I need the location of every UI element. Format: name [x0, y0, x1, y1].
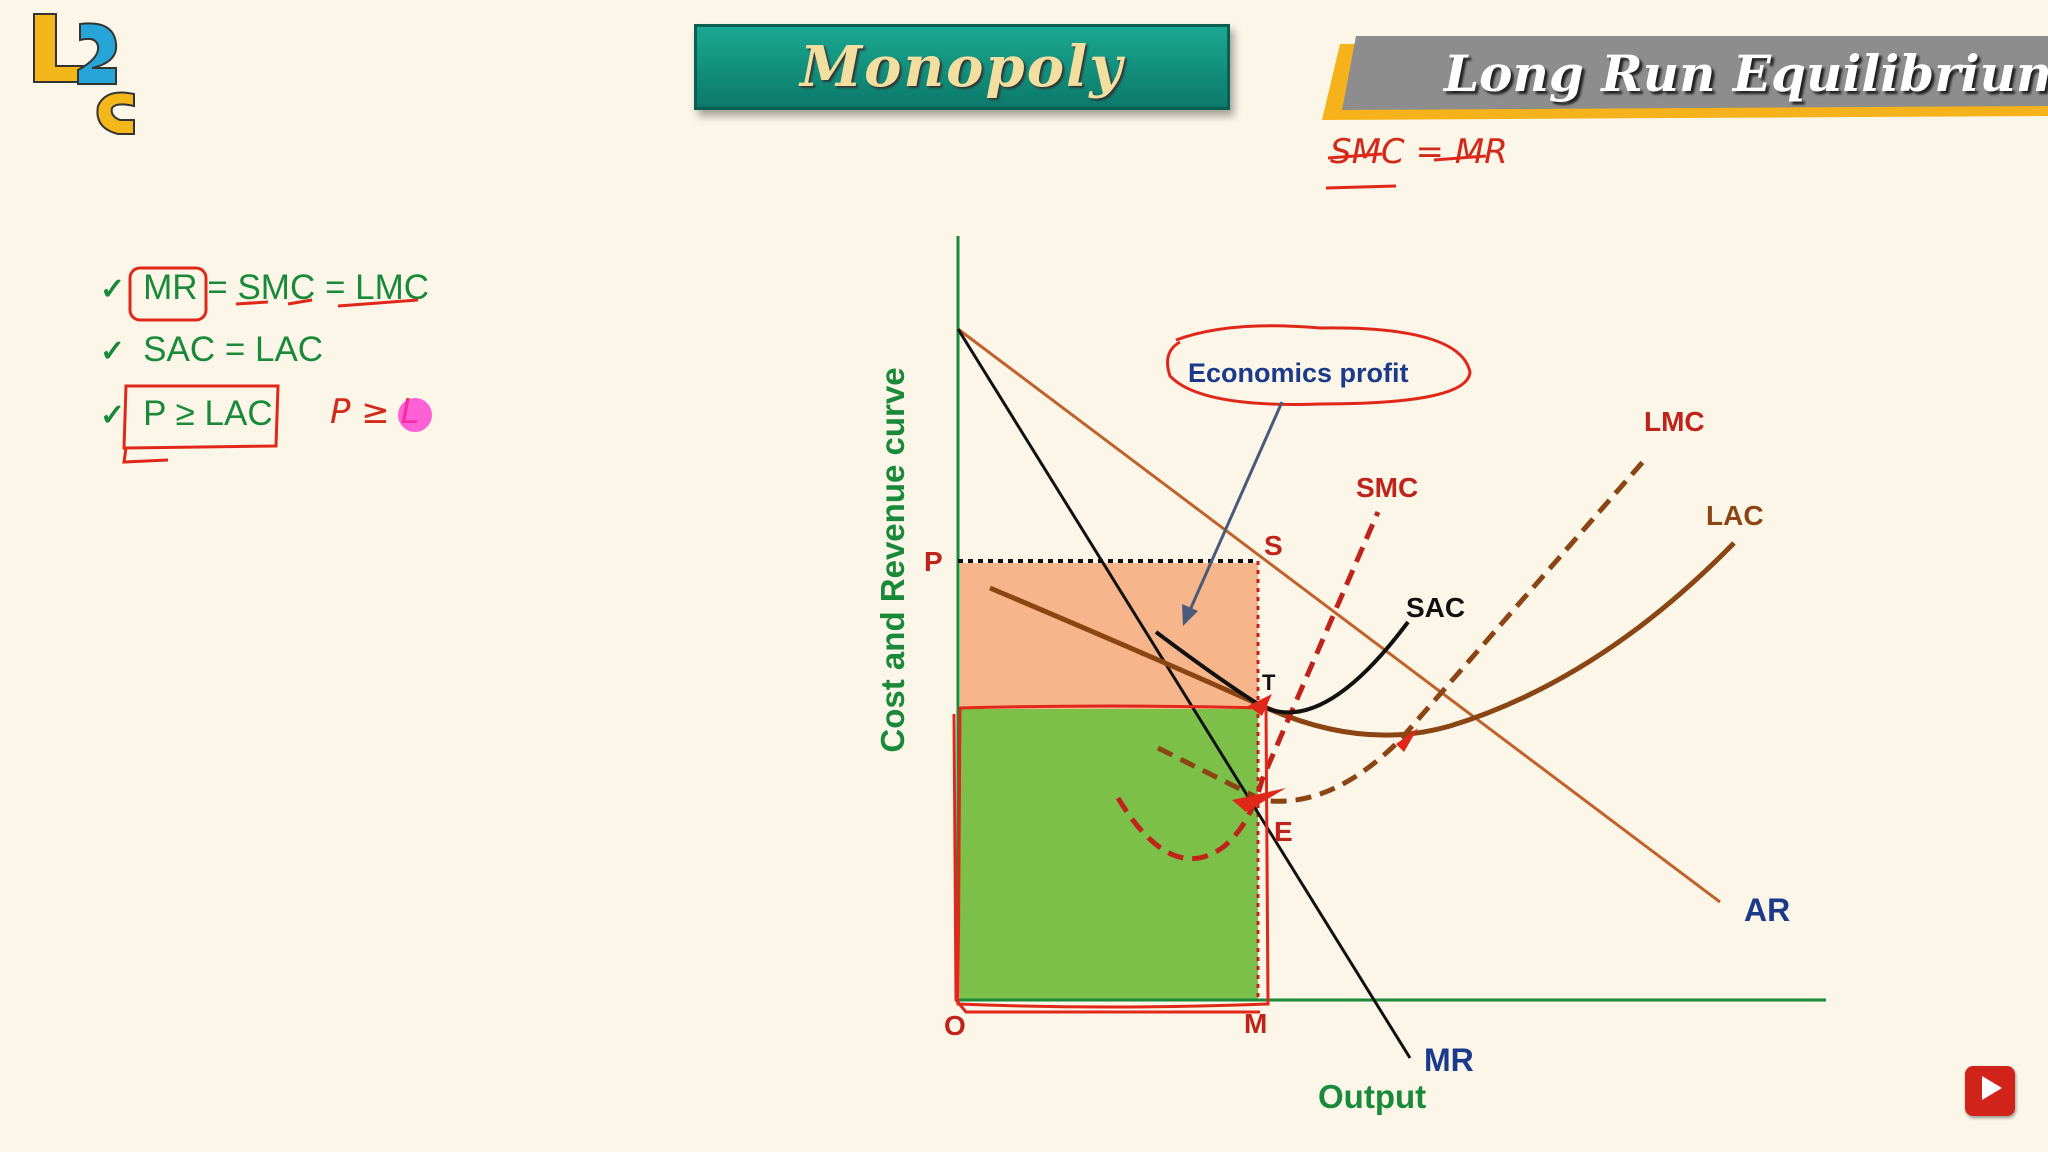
title-banner: Monopoly	[694, 24, 1230, 110]
annotation-stroke-2	[952, 713, 1260, 1014]
label-sac: SAC	[1406, 592, 1466, 623]
checkmark-icon: ✓	[100, 335, 126, 368]
page-title: Monopoly	[800, 34, 1124, 100]
label-p: P	[924, 546, 943, 577]
callout-ellipse	[1166, 324, 1472, 406]
channel-logo	[33, 13, 135, 135]
condition-2-text: SAC = LAC	[143, 330, 324, 369]
mark-lmc	[1396, 728, 1418, 752]
label-smc: SMC	[1356, 472, 1419, 503]
condition-1-text: MR = SMC = LMC	[143, 268, 430, 307]
mr-curve	[956, 328, 1412, 1059]
arrowhead-icon	[1182, 604, 1198, 626]
mark-e	[1232, 788, 1286, 812]
mark-t	[1248, 694, 1272, 716]
label-e: E	[1274, 816, 1293, 847]
label-mr: MR	[1424, 1042, 1474, 1078]
label-ar: AR	[1744, 892, 1791, 928]
ar-curve	[957, 327, 1721, 904]
handwritten-note-smc-mr: SMC = MR	[1330, 132, 1508, 172]
label-t: T	[1262, 670, 1276, 695]
annotation-cost-box	[956, 704, 1270, 1009]
profit-area	[960, 563, 1258, 709]
callout-arrow	[1188, 401, 1284, 611]
callout-label: Economics profit	[1188, 358, 1409, 388]
underline-strokes	[235, 298, 419, 308]
label-m: M	[1244, 1008, 1268, 1039]
y-axis-title: Cost and Revenue curve	[874, 367, 911, 753]
subtitle-banner	[1322, 36, 2048, 120]
subscribe-button[interactable]	[1965, 1066, 2015, 1116]
note-underlines	[1325, 152, 1487, 190]
x-axis-title: Output	[1318, 1078, 1427, 1115]
label-o: O	[944, 1010, 966, 1041]
cost-area	[960, 709, 1258, 999]
lmc-curve	[1156, 454, 1650, 804]
condition-3-text: P ≥ LAC	[143, 394, 273, 433]
checkmark-icon: ✓	[100, 399, 126, 432]
page-subtitle: Long Run Equilibrium	[1444, 44, 2048, 103]
checkmark-icon: ✓	[100, 273, 126, 306]
pointer-highlight	[398, 398, 432, 432]
label-lac: LAC	[1706, 500, 1764, 531]
label-s: S	[1264, 530, 1283, 561]
condition-1: ✓ MR = SMC = LMC	[100, 268, 429, 308]
condition-3: ✓ P ≥ LAC	[100, 394, 273, 434]
annotation-box-p-lac	[122, 384, 280, 450]
label-lmc: LMC	[1644, 406, 1705, 437]
annotation-circle-mr	[128, 266, 208, 322]
lac-curve	[989, 541, 1736, 738]
condition-2: ✓ SAC = LAC	[100, 330, 323, 370]
annotation-stroke	[122, 447, 169, 464]
